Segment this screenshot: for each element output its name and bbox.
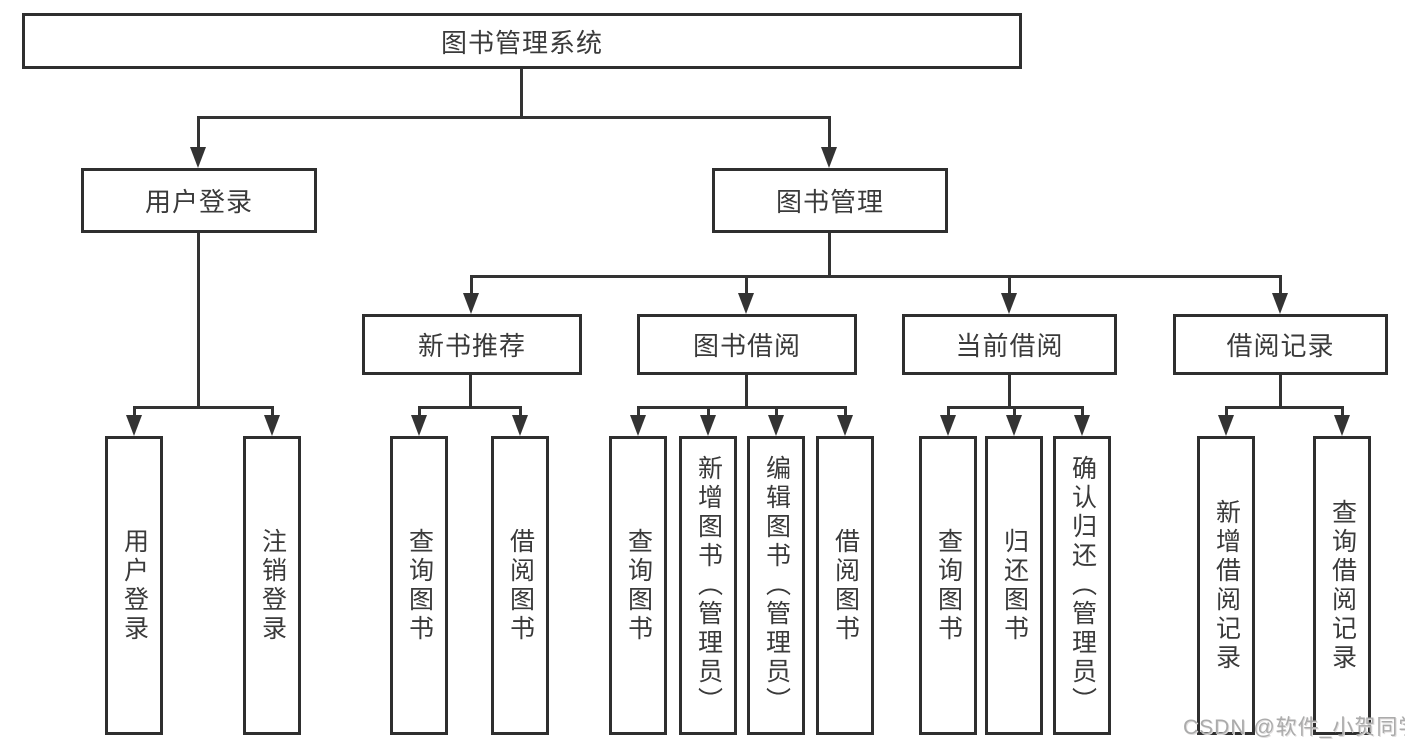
node-current-borrow: 当前借阅 (902, 314, 1117, 375)
node-current-borrow-label: 当前借阅 (955, 331, 1064, 361)
leaf-logout: 注销登录 (243, 436, 301, 735)
arrow-down-icon (1074, 415, 1090, 436)
connector-new-books-stem (469, 375, 472, 409)
connector-leg (1225, 406, 1228, 417)
node-borrowing: 图书借阅 (637, 314, 857, 375)
connector-new-books-bar (418, 406, 522, 409)
connector-leg-logout (271, 406, 274, 417)
leaf-records-query: 查询借阅记录 (1313, 436, 1371, 735)
connector-root-stem (520, 69, 523, 119)
connector-leg-borrowing (745, 275, 748, 295)
connector-leg-book-management (828, 116, 831, 148)
arrow-down-icon (1001, 293, 1017, 314)
leaf-new-books-query-label: 查询图书 (405, 527, 434, 644)
arrow-down-icon (768, 415, 784, 436)
leaf-borrowing-query: 查询图书 (609, 436, 667, 735)
csdn-watermark: CSDN @软件_小贺同学 (1183, 716, 1405, 739)
arrow-down-icon (512, 415, 528, 436)
leaf-borrowing-query-label: 查询图书 (624, 527, 653, 644)
leaf-records-add-label: 新增借阅记录 (1212, 498, 1241, 673)
node-book-management: 图书管理 (712, 168, 948, 233)
connector-level3-bar (470, 275, 1282, 278)
leaf-current-confirm: 确认归还（管理员） (1053, 436, 1111, 735)
arrow-down-icon (738, 293, 754, 314)
arrow-down-icon (1218, 415, 1234, 436)
arrow-down-icon (264, 415, 280, 436)
leaf-new-books-borrow: 借阅图书 (491, 436, 549, 735)
arrow-down-icon (411, 415, 427, 436)
connector-leg (844, 406, 847, 417)
node-book-management-label: 图书管理 (775, 187, 884, 217)
leaf-borrowing-borrow-label: 借阅图书 (831, 527, 860, 644)
leaf-records-query-label: 查询借阅记录 (1328, 498, 1357, 673)
connector-leg (1081, 406, 1084, 417)
connector-leg (418, 406, 421, 417)
connector-borrowing-bar (637, 406, 847, 409)
connector-borrowing-stem (745, 375, 748, 409)
connector-leg-current (1008, 275, 1011, 295)
connector-leg (707, 406, 710, 417)
arrow-down-icon (1272, 293, 1288, 314)
leaf-borrowing-add: 新增图书（管理员） (679, 436, 737, 735)
leaf-current-query: 查询图书 (919, 436, 977, 735)
connector-leg (1341, 406, 1344, 417)
node-root-label: 图书管理系统 (440, 27, 603, 58)
connector-leg-new-books (470, 275, 473, 295)
arrow-down-icon (700, 415, 716, 436)
connector-leg (775, 406, 778, 417)
node-root-library-system: 图书管理系统 (22, 13, 1022, 69)
connector-user-login-bar (133, 406, 274, 409)
connector-records-stem (1279, 375, 1282, 409)
leaf-borrowing-borrow: 借阅图书 (816, 436, 874, 735)
arrow-down-icon (1006, 415, 1022, 436)
leaf-borrowing-add-label: 新增图书（管理员） (694, 455, 723, 716)
node-user-login-label: 用户登录 (144, 187, 253, 217)
connector-leg-records (1279, 275, 1282, 295)
node-borrow-records-label: 借阅记录 (1226, 331, 1335, 361)
connector-leg-user-login (197, 116, 200, 148)
arrow-down-icon (463, 293, 479, 314)
leaf-user-login: 用户登录 (105, 436, 163, 735)
leaf-current-confirm-label: 确认归还（管理员） (1068, 455, 1097, 716)
connector-records-bar (1225, 406, 1344, 409)
arrow-down-icon (1334, 415, 1350, 436)
connector-leg (947, 406, 950, 417)
leaf-user-login-label: 用户登录 (120, 527, 149, 644)
connector-leg (1013, 406, 1016, 417)
node-new-books-label: 新书推荐 (417, 331, 526, 361)
leaf-logout-label: 注销登录 (258, 527, 287, 644)
arrow-down-icon (630, 415, 646, 436)
connector-leg (637, 406, 640, 417)
connector-current-stem (1008, 375, 1011, 409)
arrow-down-icon (837, 415, 853, 436)
leaf-current-query-label: 查询图书 (934, 527, 963, 644)
arrow-down-icon (940, 415, 956, 436)
arrow-down-icon (190, 147, 206, 168)
leaf-borrowing-edit: 编辑图书（管理员） (747, 436, 805, 735)
connector-leg-login (133, 406, 136, 417)
leaf-current-return: 归还图书 (985, 436, 1043, 735)
connector-level2-bar (197, 116, 831, 119)
arrow-down-icon (126, 415, 142, 436)
node-user-login: 用户登录 (81, 168, 317, 233)
node-new-books: 新书推荐 (362, 314, 582, 375)
connector-book-management-stem (828, 233, 831, 278)
node-borrow-records: 借阅记录 (1173, 314, 1388, 375)
arrow-down-icon (821, 147, 837, 168)
leaf-records-add: 新增借阅记录 (1197, 436, 1255, 735)
node-borrowing-label: 图书借阅 (692, 331, 801, 361)
connector-user-login-stem (197, 233, 200, 409)
leaf-borrowing-edit-label: 编辑图书（管理员） (762, 455, 791, 716)
leaf-new-books-borrow-label: 借阅图书 (506, 527, 535, 644)
leaf-new-books-query: 查询图书 (390, 436, 448, 735)
connector-leg (519, 406, 522, 417)
leaf-current-return-label: 归还图书 (1000, 527, 1029, 644)
